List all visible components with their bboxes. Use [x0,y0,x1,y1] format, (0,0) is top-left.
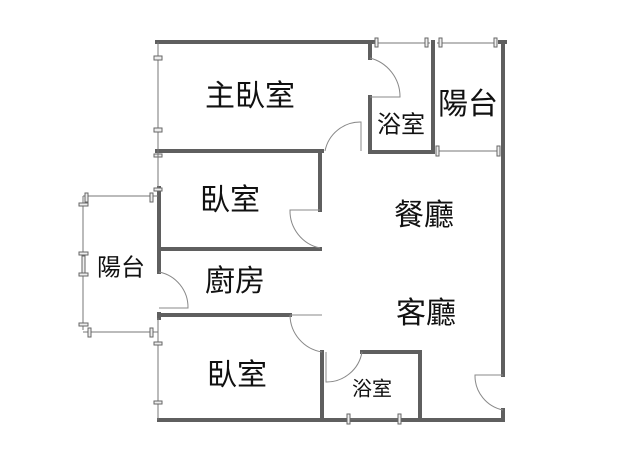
room-label-living: 客廳 [396,296,456,331]
doors [158,57,504,411]
room-label-bath-bottom: 浴室 [352,376,392,401]
walls [155,40,507,422]
room-label-master-bedroom: 主臥室 [205,79,295,114]
room-label-bedroom-bottom: 臥室 [207,358,267,393]
room-label-bedroom-middle: 臥室 [200,183,260,218]
windows [78,37,501,425]
room-label-kitchen: 廚房 [205,264,265,299]
room-label-balcony-left: 陽台 [97,253,145,282]
room-label-bath-top: 浴室 [377,110,425,139]
room-label-balcony-right: 陽台 [438,87,498,122]
room-label-dining: 餐廳 [394,198,454,233]
